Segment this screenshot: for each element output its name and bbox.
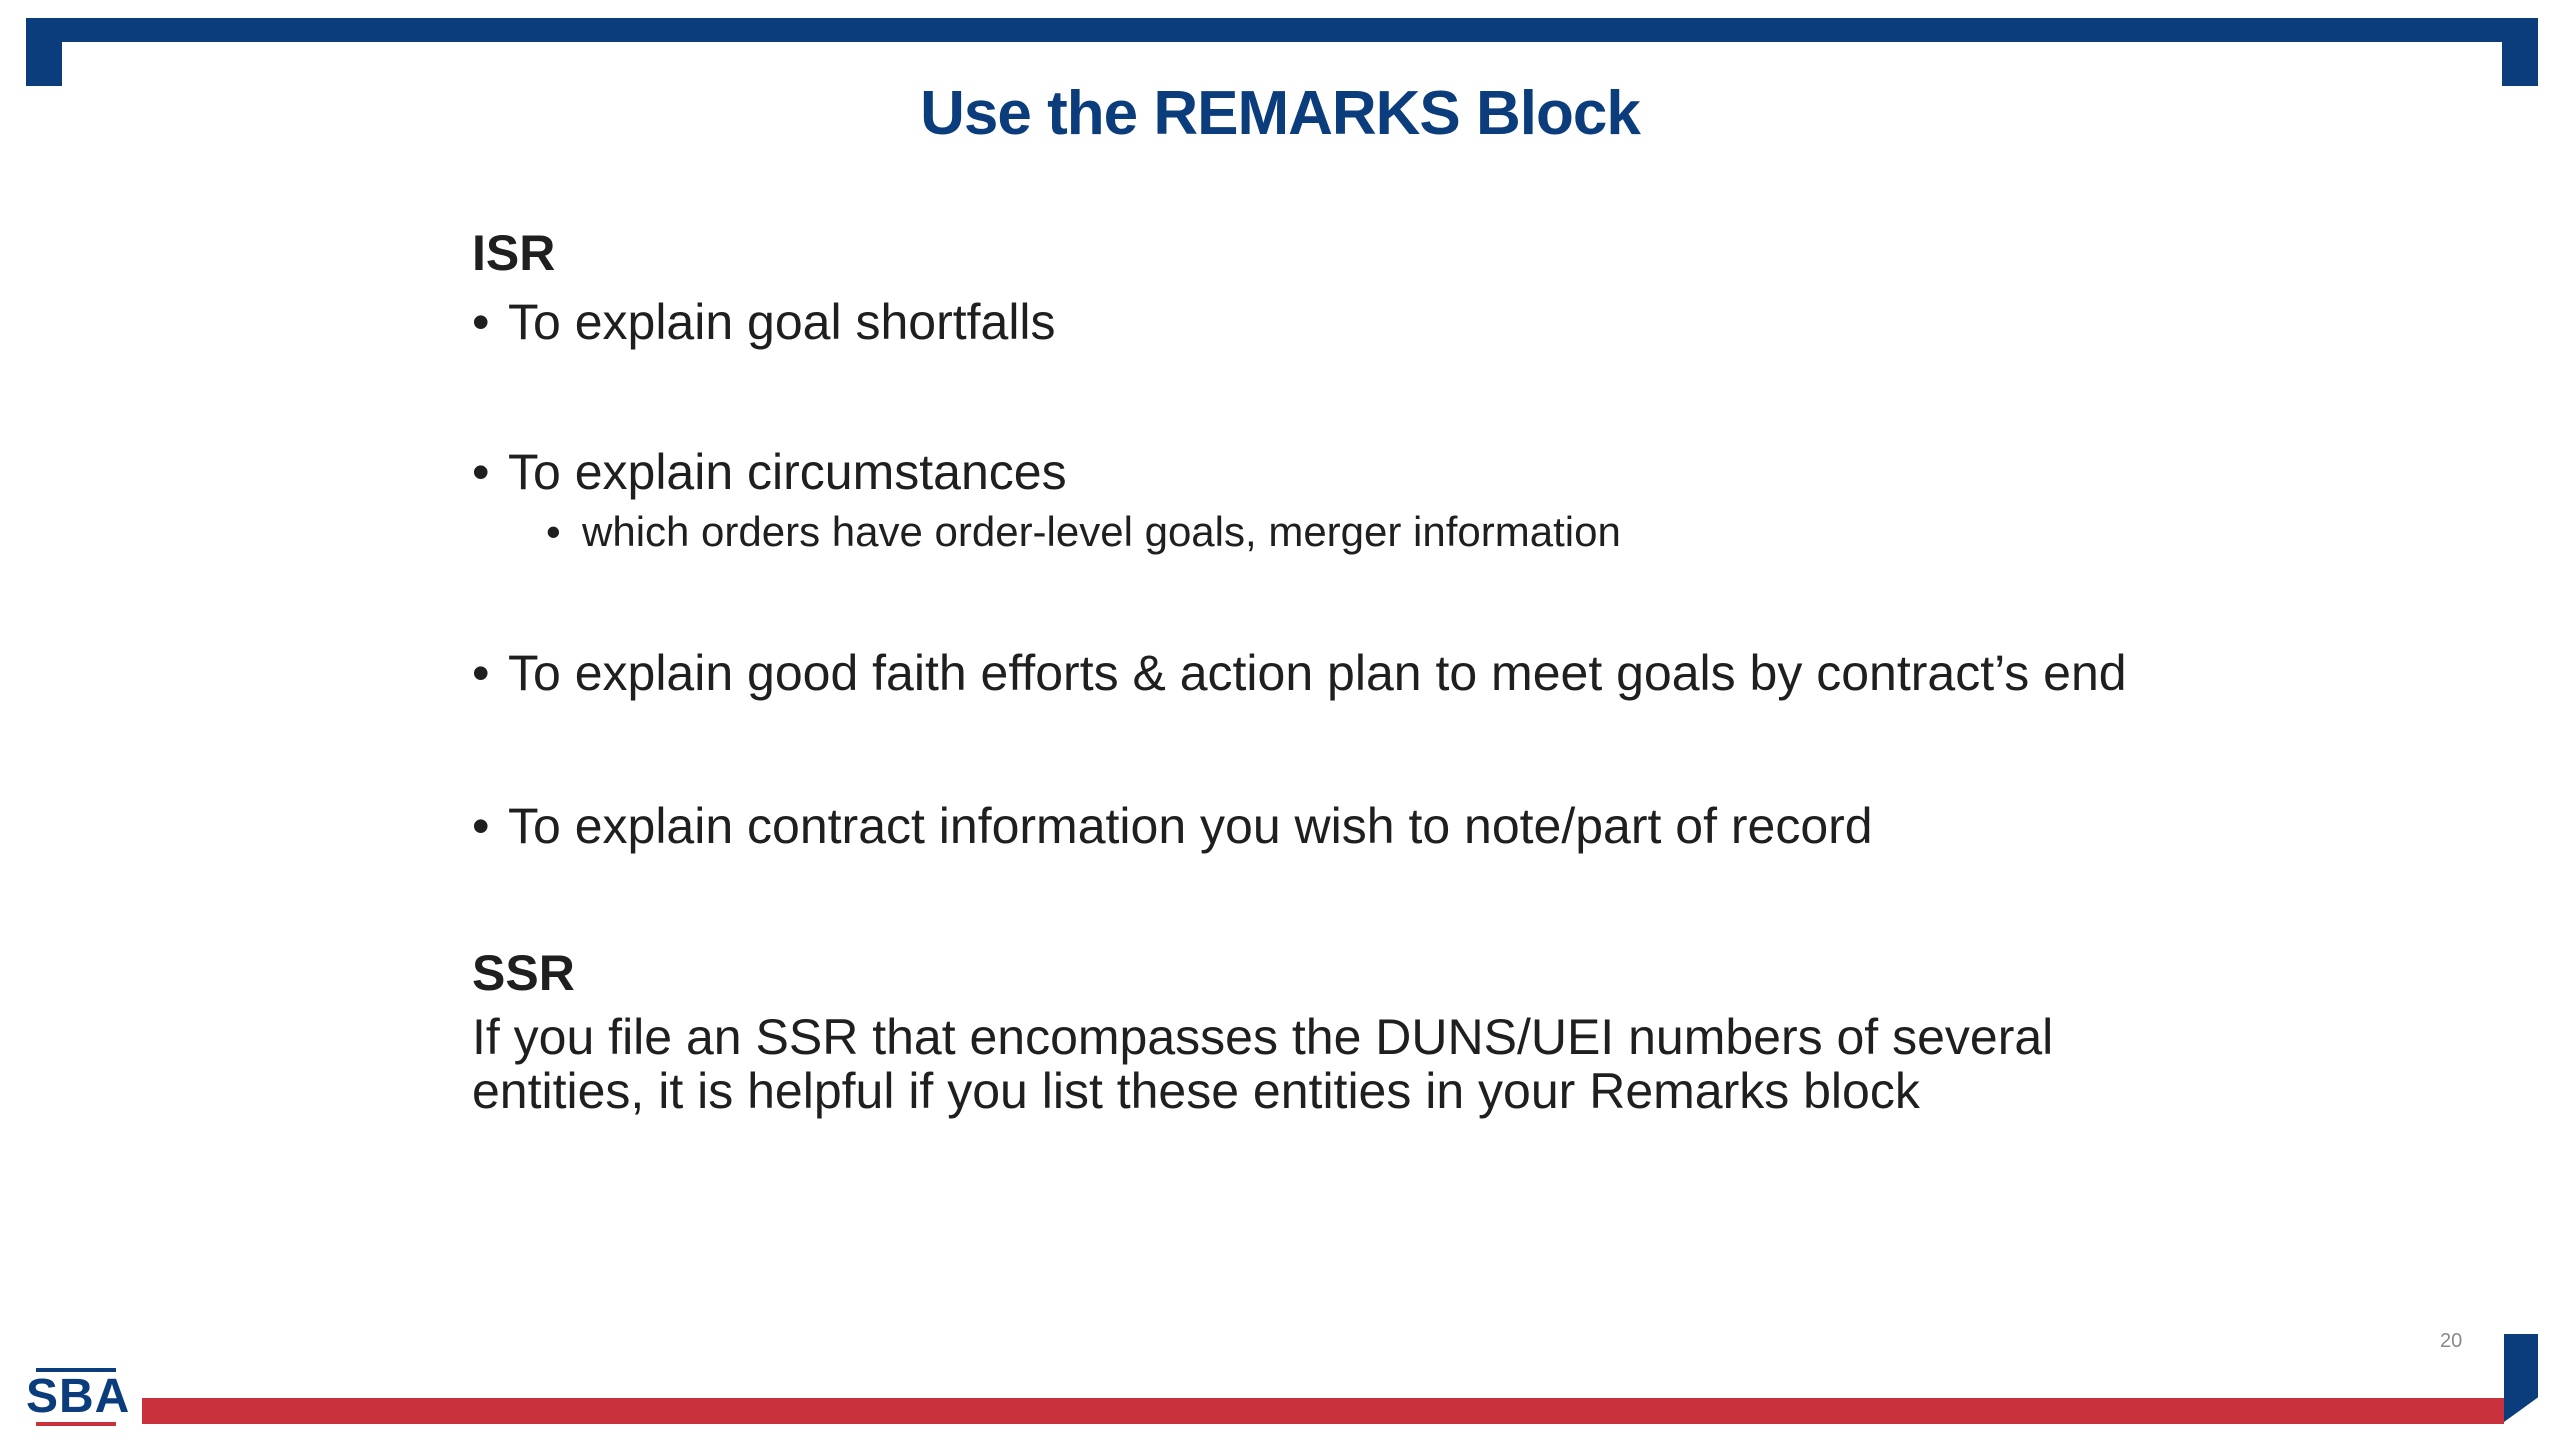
isr-bullet-goal-shortfalls: To explain goal shortfalls [472, 294, 2152, 350]
ssr-heading: SSR [472, 945, 575, 1001]
isr-bullet-good-faith: To explain good faith efforts & action p… [472, 646, 2152, 700]
isr-bullet-circumstances: To explain circumstances [472, 444, 2152, 500]
bottom-right-bracket [2504, 1334, 2538, 1422]
ssr-paragraph: If you file an SSR that encompasses the … [472, 1009, 2054, 1119]
slide-content: ISR To explain goal shortfalls To explai… [472, 218, 2152, 1118]
isr-heading: ISR [472, 225, 556, 281]
isr-sub-bullet-orders: which orders have order-level goals, mer… [472, 504, 2152, 560]
sba-logo: SBA [26, 1366, 129, 1428]
bottom-border-bar [142, 1398, 2504, 1424]
slide-title: Use the REMARKS Block [920, 79, 1641, 148]
top-border-bar [26, 18, 2538, 42]
page-number: 20 [2440, 1330, 2463, 1352]
top-right-bracket [2502, 18, 2538, 86]
isr-bullet-contract-info: To explain contract information you wish… [472, 798, 2152, 854]
top-left-bracket [26, 18, 62, 86]
sba-logo-text: SBA [26, 1370, 131, 1423]
